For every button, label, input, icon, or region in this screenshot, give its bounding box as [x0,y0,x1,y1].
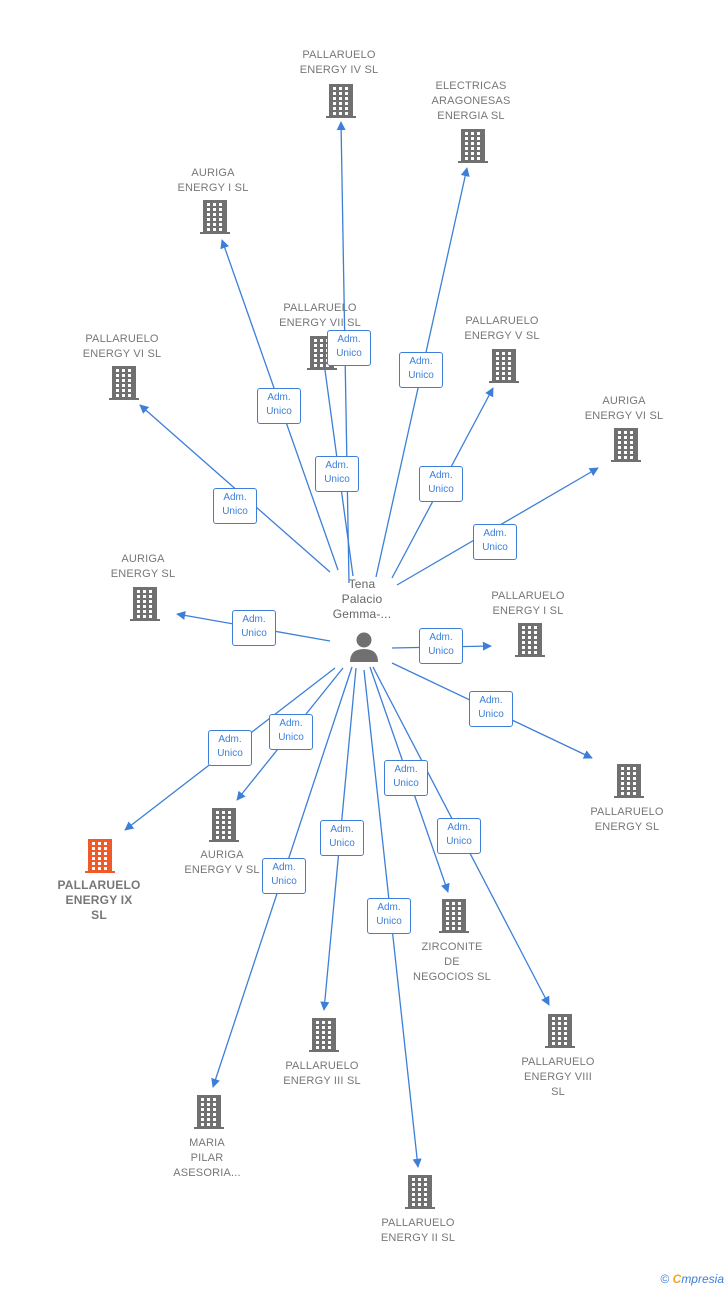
relation-badge-n8[interactable]: Adm. Unico [232,610,276,646]
company-label-n11[interactable]: PALLARUELO ENERGY IX SL [57,878,141,922]
company-label-n14[interactable]: PALLARUELO ENERGY VIII SL [521,1056,595,1098]
footer-brand: © Cmpresia [660,1272,724,1286]
relation-badge-n15[interactable]: Adm. Unico [320,820,364,856]
relation-badge-n3[interactable]: Adm. Unico [257,388,301,424]
building-icon[interactable] [439,899,469,933]
company-label-n16[interactable]: MARIA PILAR ASESORIA... [173,1137,241,1179]
building-icon[interactable] [614,764,644,798]
building-icon[interactable] [309,1018,339,1052]
company-label-n5[interactable]: PALLARUELO ENERGY V SL [464,315,540,342]
relation-badge-n4[interactable]: Adm. Unico [315,456,359,492]
center-person-label[interactable]: Tena Palacio Gemma-... [332,577,392,621]
relation-badge-n6[interactable]: Adm. Unico [213,488,257,524]
company-label-n17[interactable]: PALLARUELO ENERGY II SL [380,1217,456,1244]
building-icon[interactable] [326,84,356,118]
building-icon[interactable] [130,587,160,621]
building-icon[interactable] [458,129,488,163]
relation-badge-n14[interactable]: Adm. Unico [437,818,481,854]
company-label-n8[interactable]: AURIGA ENERGY SL [110,553,176,580]
building-icon[interactable] [489,349,519,383]
brand-name: mpresia [681,1272,724,1286]
building-icon[interactable] [194,1095,224,1129]
relation-badge-n13[interactable]: Adm. Unico [384,760,428,796]
brand-initial: C [672,1272,682,1286]
relation-badge-n1[interactable]: Adm. Unico [327,330,371,366]
company-label-n6[interactable]: PALLARUELO ENERGY VI SL [82,333,162,360]
company-label-n4[interactable]: PALLARUELO ENERGY VII SL [279,302,361,329]
company-label-n7[interactable]: AURIGA ENERGY VI SL [584,395,664,422]
company-label-n15[interactable]: PALLARUELO ENERGY III SL [283,1060,361,1087]
copyright-symbol: © [660,1272,670,1286]
company-label-n10[interactable]: PALLARUELO ENERGY SL [590,806,664,833]
building-icon[interactable] [109,366,139,400]
relation-badge-n5[interactable]: Adm. Unico [419,466,463,502]
relation-badge-n16[interactable]: Adm. Unico [262,858,306,894]
company-label-n9[interactable]: PALLARUELO ENERGY I SL [491,590,565,617]
building-icon[interactable] [405,1175,435,1209]
relation-badge-n10[interactable]: Adm. Unico [469,691,513,727]
person-icon[interactable] [350,632,378,663]
company-label-n13[interactable]: ZIRCONITE DE NEGOCIOS SL [413,941,491,983]
relation-badge-n12[interactable]: Adm. Unico [269,714,313,750]
building-icon[interactable] [515,623,545,657]
building-icon[interactable] [545,1014,575,1048]
relation-badge-n17[interactable]: Adm. Unico [367,898,411,934]
company-label-n12[interactable]: AURIGA ENERGY V SL [184,849,260,876]
building-icon[interactable] [200,200,230,234]
relation-badge-n9[interactable]: Adm. Unico [419,628,463,664]
company-label-n2[interactable]: ELECTRICAS ARAGONESAS ENERGIA SL [431,80,511,122]
relation-badge-n2[interactable]: Adm. Unico [399,352,443,388]
company-label-n1[interactable]: PALLARUELO ENERGY IV SL [299,49,379,76]
relation-badge-n11[interactable]: Adm. Unico [208,730,252,766]
building-icon[interactable] [85,839,115,873]
company-label-n3[interactable]: AURIGA ENERGY I SL [177,167,249,194]
building-icon[interactable] [209,808,239,842]
building-icon[interactable] [611,428,641,462]
relation-badge-n7[interactable]: Adm. Unico [473,524,517,560]
